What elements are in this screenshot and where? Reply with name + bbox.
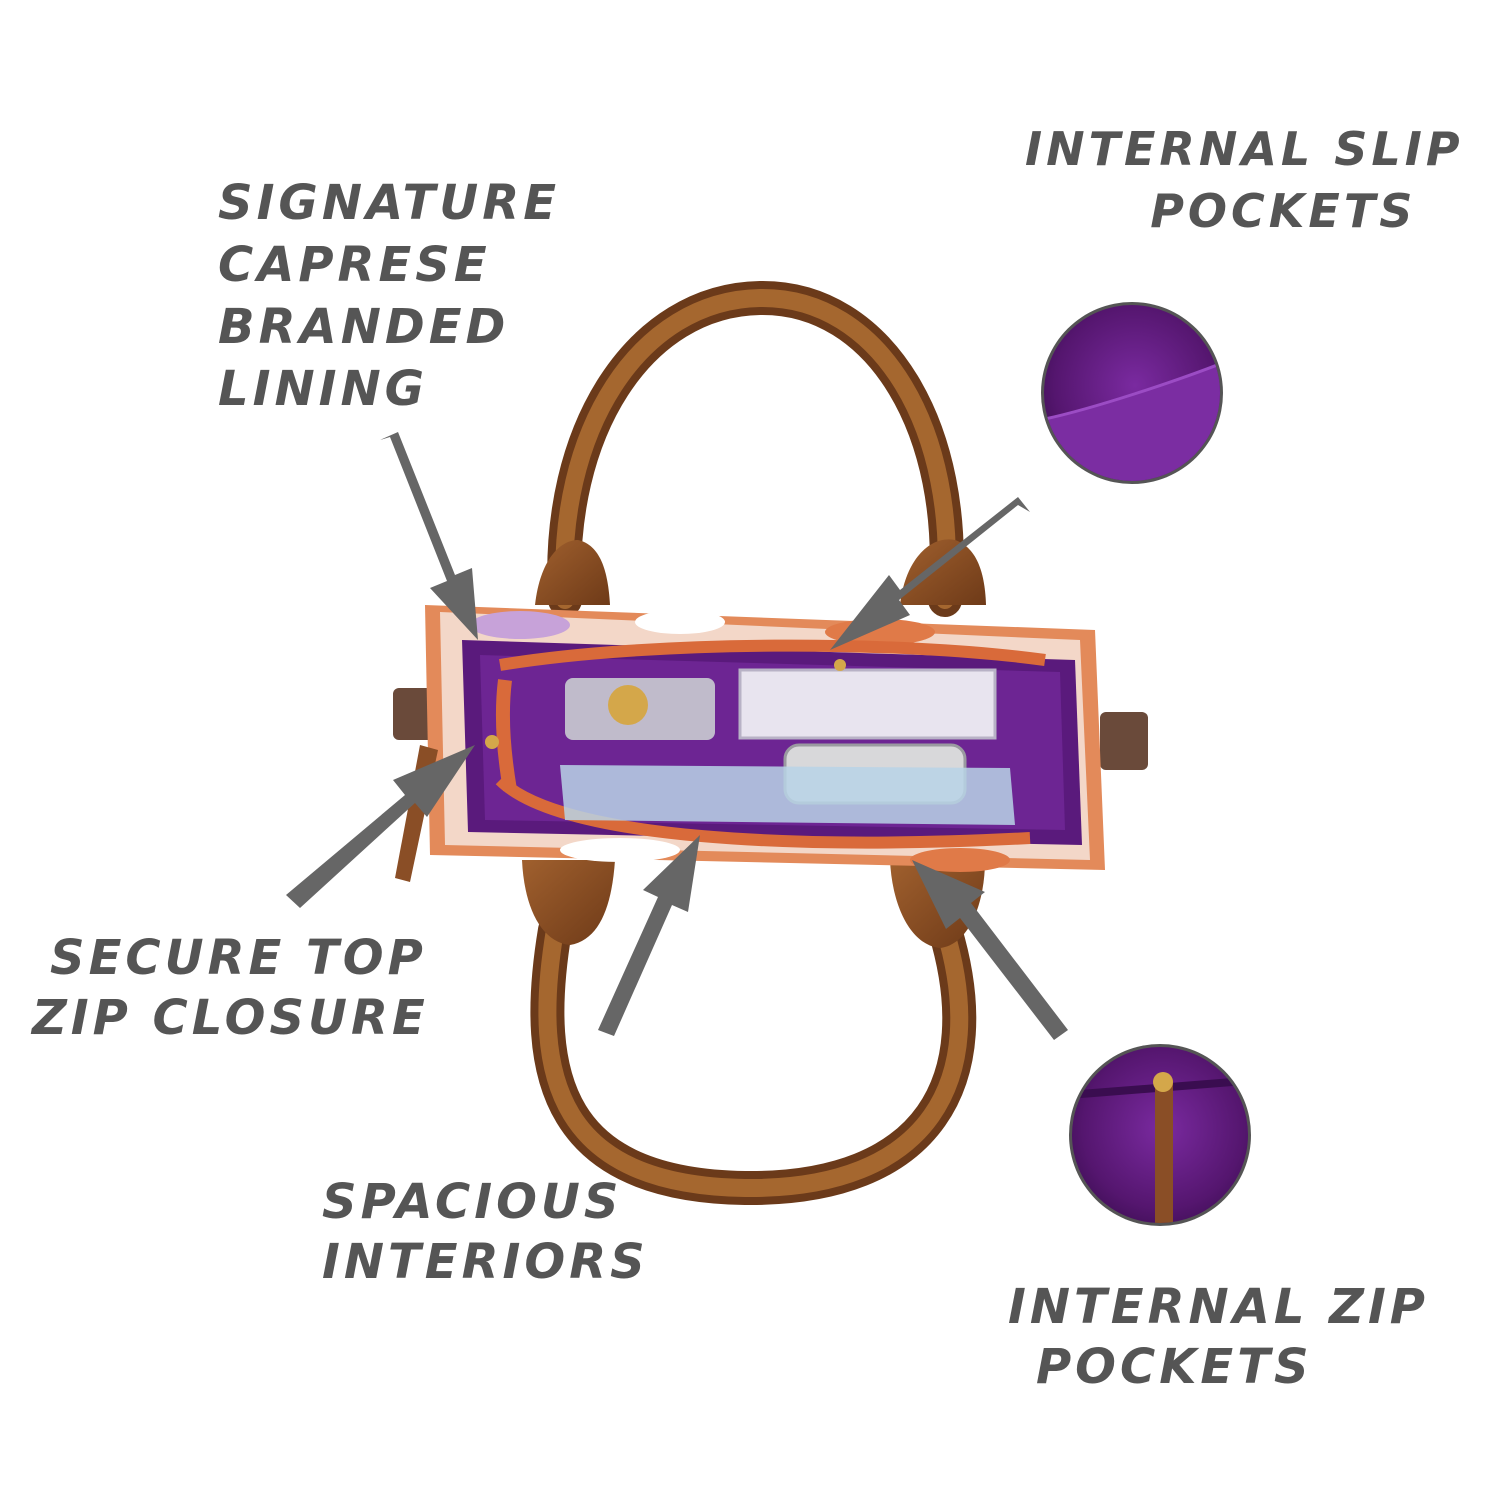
top-handle <box>535 280 986 617</box>
handbag-image <box>395 605 1105 882</box>
signature-lining-label: SIGNATURE CAPRESE BRANDED LINING <box>218 175 561 417</box>
arrow-icon <box>286 432 1068 1040</box>
spacious-interiors-label: SPACIOUS INTERIORS <box>322 1174 649 1290</box>
zip-pocket-detail-image <box>1069 1044 1251 1226</box>
internal-slip-pockets-label: INTERNAL SLIP POCKETS <box>1025 122 1464 238</box>
secure-zip-closure-label: SECURE TOP ZIP CLOSURE <box>32 930 429 1046</box>
right-side-strap <box>1100 712 1148 770</box>
slip-pocket-detail-image <box>1041 302 1223 484</box>
internal-zip-pockets-label: INTERNAL ZIP POCKETS <box>1008 1279 1429 1395</box>
bottom-handle <box>522 860 985 1206</box>
